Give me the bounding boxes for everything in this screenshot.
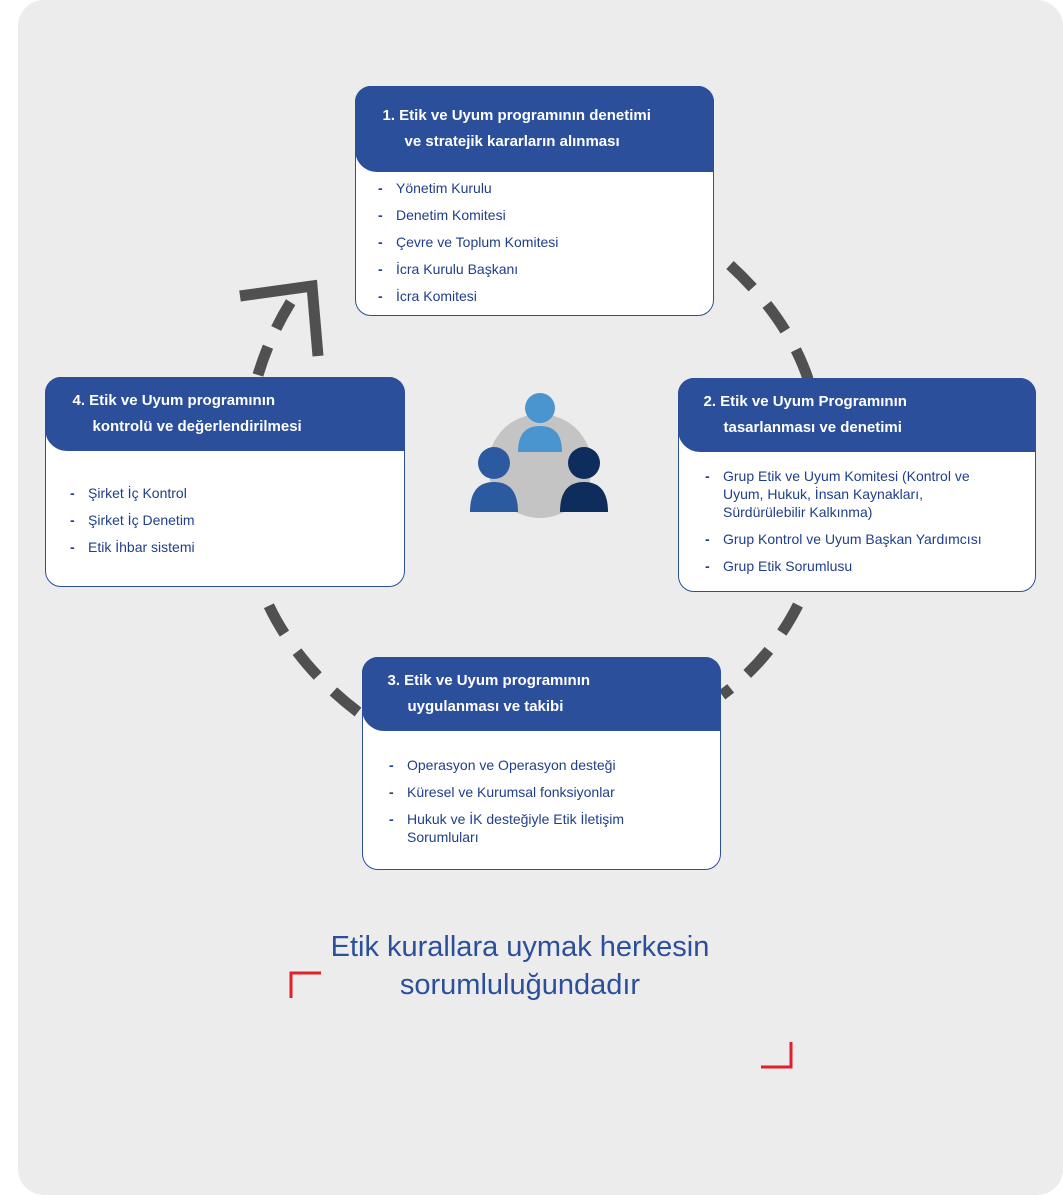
tagline: Etik kurallara uymak herkesin sorumluluğ… <box>290 928 750 1004</box>
step-header-3: 3. Etik ve Uyum programının uygulanması … <box>361 656 721 731</box>
step-list-4: Şirket İç Kontrol Şirket İç Denetim Etik… <box>66 484 391 565</box>
step-title-4-line2: kontrolü ve değerlendirilmesi <box>92 417 302 435</box>
step-header-1: 1. Etik ve Uyum programının denetimi ve … <box>354 85 714 172</box>
step-list-3: Operasyon ve Operasyon desteği Küresel v… <box>385 756 710 855</box>
list-item: Grup Etik Sorumlusu <box>701 557 1026 575</box>
list-item: Grup Kontrol ve Uyum Başkan Yardımcısı <box>701 530 1026 548</box>
bracket-close-icon <box>761 1042 793 1069</box>
list-item: Etik İhbar sistemi <box>66 538 391 556</box>
step-header-2: 2. Etik ve Uyum Programının tasarlanması… <box>677 377 1036 452</box>
list-item: Grup Etik ve Uyum Komitesi (Kontrol ve U… <box>701 467 1026 521</box>
step-box-2: 2. Etik ve Uyum Programının tasarlanması… <box>677 377 1036 592</box>
step-title-4-line1: 4. Etik ve Uyum programının <box>72 391 276 409</box>
list-item: Yönetim Kurulu <box>374 179 704 197</box>
step-box-3: 3. Etik ve Uyum programının uygulanması … <box>361 656 721 870</box>
arrow-1-to-2 <box>726 260 816 387</box>
step-list-1: Yönetim Kurulu Denetim Komitesi Çevre ve… <box>374 179 704 314</box>
list-item: Hukuk ve İK desteğiyle Etik İletişim Sor… <box>385 810 710 846</box>
step-box-1: 1. Etik ve Uyum programının denetimi ve … <box>354 85 714 316</box>
list-item: Operasyon ve Operasyon desteği <box>385 756 710 774</box>
step-box-4: 4. Etik ve Uyum programının kontrolü ve … <box>44 376 405 587</box>
step-header-4: 4. Etik ve Uyum programının kontrolü ve … <box>44 376 405 451</box>
step-title-3-line1: 3. Etik ve Uyum programının <box>387 671 591 689</box>
list-item: Çevre ve Toplum Komitesi <box>374 233 704 251</box>
list-item: İcra Komitesi <box>374 287 704 305</box>
list-item: Küresel ve Kurumsal fonksiyonlar <box>385 783 710 801</box>
arrowhead <box>239 279 324 357</box>
person-left-body <box>470 482 518 512</box>
tagline-line2: sorumluluğundadır <box>399 969 641 1001</box>
list-item: Denetim Komitesi <box>374 206 704 224</box>
step-list-2: Grup Etik ve Uyum Komitesi (Kontrol ve U… <box>701 467 1026 584</box>
tagline-line1: Etik kurallara uymak herkesin <box>330 931 710 963</box>
list-item: Şirket İç Denetim <box>66 511 391 529</box>
person-right-head <box>568 447 600 479</box>
list-item: İcra Kurulu Başkanı <box>374 260 704 278</box>
step-title-2-line2: tasarlanması ve denetimi <box>723 418 902 436</box>
arrow-3-to-4 <box>256 587 362 717</box>
person-left-head <box>478 447 510 479</box>
step-title-1-line2: ve stratejik kararların alınması <box>404 132 620 150</box>
arrow-4-to-1 <box>252 297 297 377</box>
person-right-body <box>560 482 608 512</box>
cycle-arrow-icon <box>239 260 816 717</box>
step-title-2-line1: 2. Etik ve Uyum Programının <box>703 392 907 410</box>
person-top-head <box>525 393 555 423</box>
step-title-3-line2: uygulanması ve takibi <box>407 697 564 715</box>
list-item: Şirket İç Kontrol <box>66 484 391 502</box>
person-top-body <box>518 426 562 452</box>
step-title-1-line1: 1. Etik ve Uyum programının denetimi <box>382 106 651 124</box>
bracket-open-icon <box>289 971 321 998</box>
people-group-icon <box>470 393 608 518</box>
arrow-2-to-3 <box>718 602 803 700</box>
